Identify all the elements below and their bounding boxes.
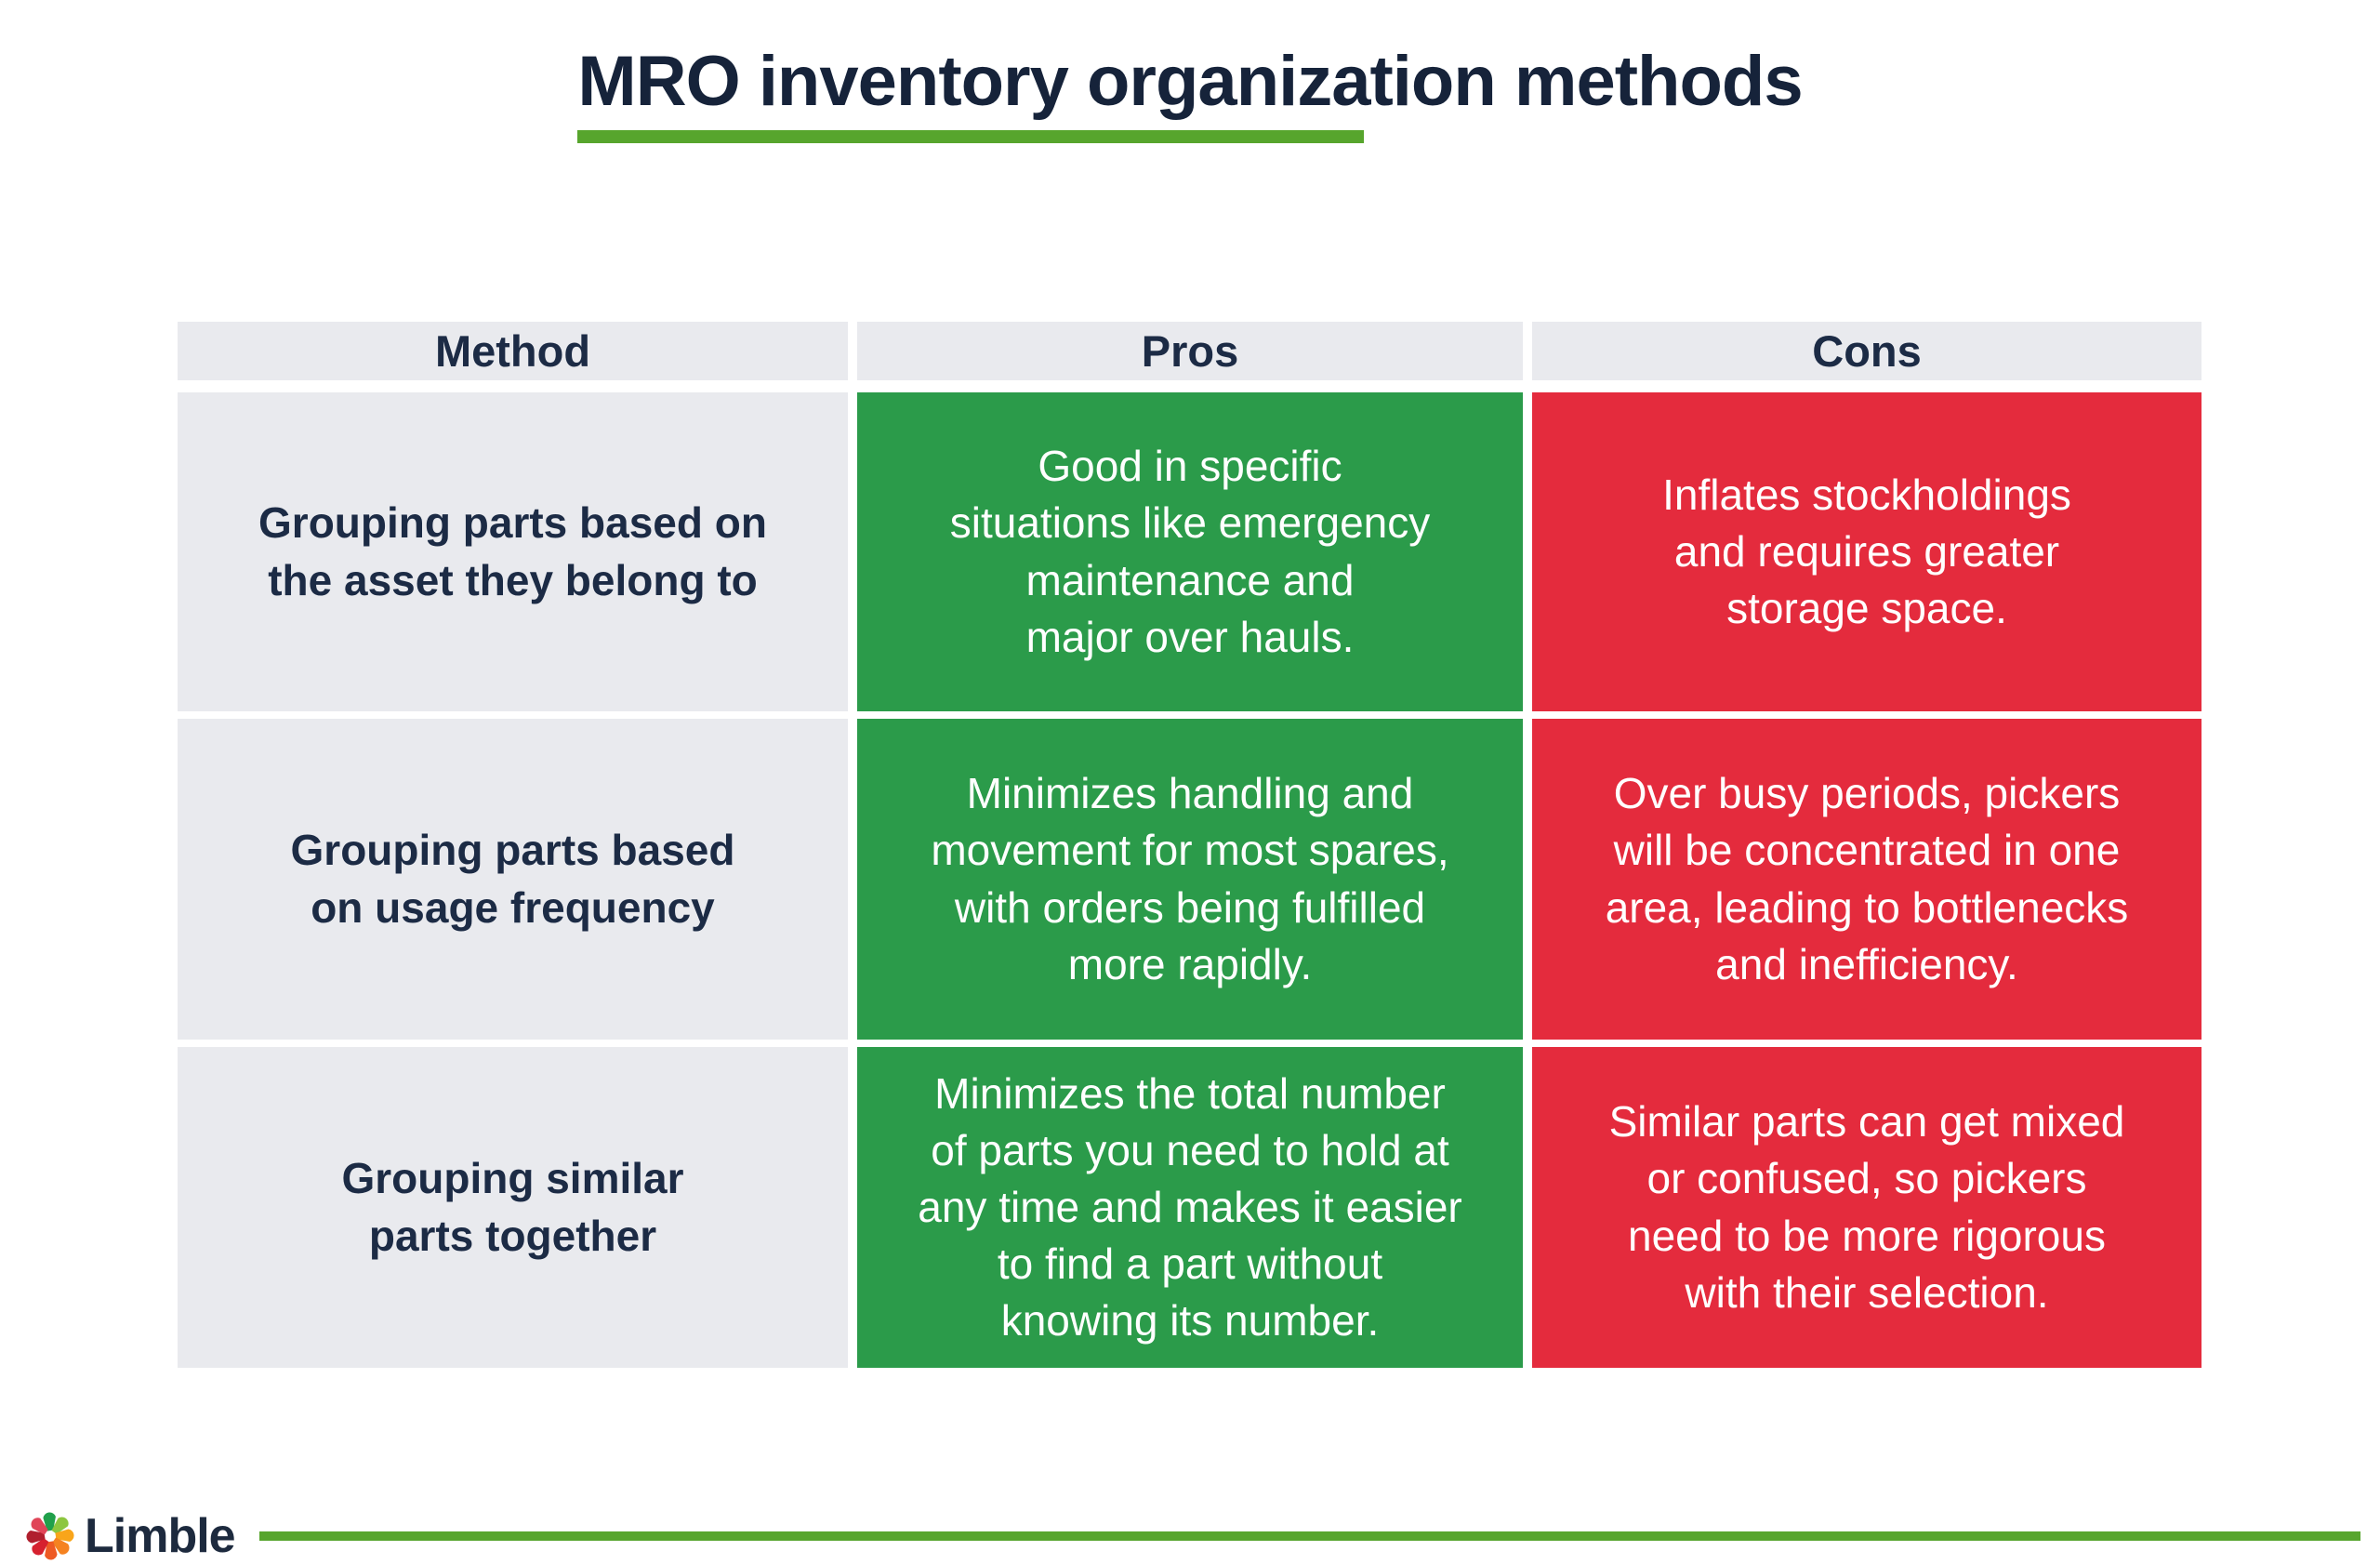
cons-cell: Similar parts can get mixed or confused,…: [1532, 1047, 2202, 1368]
table-header-row: Method Pros Cons: [178, 322, 2202, 380]
limble-gear-icon: [26, 1512, 74, 1560]
pros-cell: Minimizes handling and movement for most…: [857, 719, 1523, 1040]
comparison-table: Method Pros Cons Grouping parts based on…: [178, 322, 2202, 1368]
title-block: MRO inventory organization methods: [577, 42, 1804, 143]
title-section: MRO inventory organization methods: [0, 45, 2380, 143]
header-cell-cons: Cons: [1532, 322, 2202, 380]
cons-cell: Inflates stockholdings and requires grea…: [1532, 392, 2202, 711]
header-cell-method: Method: [178, 322, 848, 380]
header-cell-pros: Pros: [857, 322, 1523, 380]
pros-cell: Good in specific situations like emergen…: [857, 392, 1523, 711]
cons-cell: Over busy periods, pickers will be conce…: [1532, 719, 2202, 1040]
title-underline: [577, 129, 1365, 143]
method-cell: Grouping similar parts together: [178, 1047, 848, 1368]
table-body: Grouping parts based on the asset they b…: [178, 392, 2202, 1368]
footer-rule: [258, 1531, 2360, 1541]
footer: Limble: [25, 1508, 2360, 1564]
pros-cell: Minimizes the total number of parts you …: [857, 1047, 1523, 1368]
method-cell: Grouping parts based on the asset they b…: [178, 392, 848, 711]
page-title: MRO inventory organization methods: [577, 42, 1803, 121]
method-cell: Grouping parts based on usage frequency: [178, 719, 848, 1040]
limble-wordmark: Limble: [85, 1509, 236, 1563]
